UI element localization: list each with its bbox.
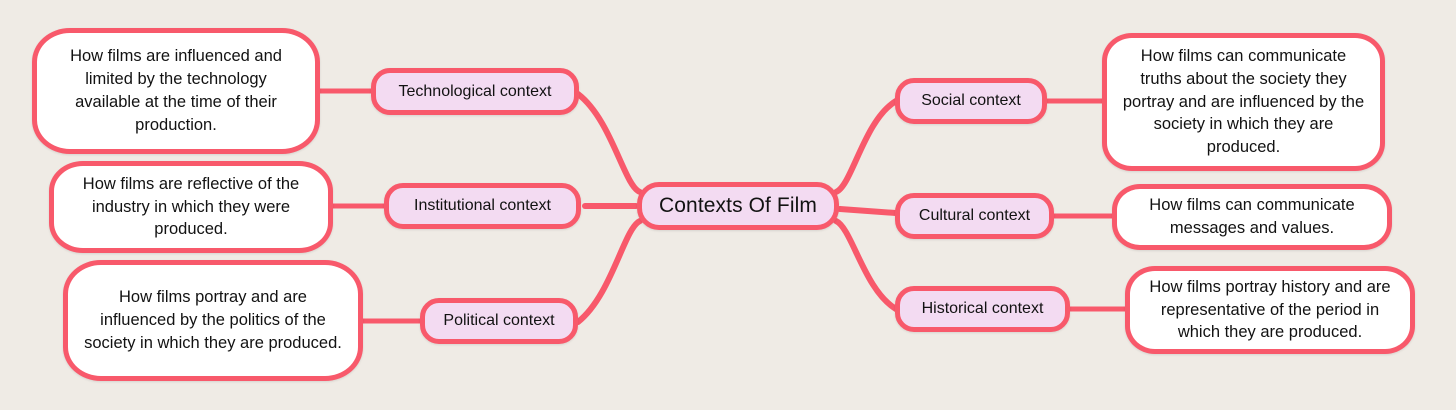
description-text-institutional: How films are reflective of the industry… xyxy=(82,174,300,239)
description-node-institutional[interactable]: How films are reflective of the industry… xyxy=(49,161,333,253)
branch-label-institutional: Institutional context xyxy=(414,197,551,214)
description-text-technological: How films are influenced and limited by … xyxy=(70,47,282,134)
edge-root-technological xyxy=(575,91,643,195)
edge-root-historical xyxy=(833,218,899,312)
description-text-cultural: How films can communicate messages and v… xyxy=(1149,196,1355,237)
branch-node-technological[interactable]: Technological context xyxy=(371,68,579,115)
edge-root-political xyxy=(575,218,643,325)
description-node-cultural[interactable]: How films can communicate messages and v… xyxy=(1112,184,1392,250)
branch-node-cultural[interactable]: Cultural context xyxy=(895,193,1054,239)
branch-label-cultural: Cultural context xyxy=(918,207,1031,224)
root-node-label: Contexts Of Film xyxy=(659,194,817,217)
branch-node-political[interactable]: Political context xyxy=(420,298,578,344)
description-node-historical[interactable]: How films portray history and are repres… xyxy=(1125,266,1415,354)
branch-label-historical: Historical context xyxy=(921,300,1044,317)
branch-node-institutional[interactable]: Institutional context xyxy=(384,183,581,229)
edge-root-cultural xyxy=(837,206,899,216)
description-text-political: How films portray and are influenced by … xyxy=(84,288,342,352)
description-text-historical: How films portray history and are repres… xyxy=(1149,277,1391,342)
description-text-social: How films can communicate truths about t… xyxy=(1122,47,1365,157)
branch-node-social[interactable]: Social context xyxy=(895,78,1047,124)
edge-root-social xyxy=(833,98,899,195)
description-node-political[interactable]: How films portray and are influenced by … xyxy=(63,260,363,381)
root-node-contexts-of-film[interactable]: Contexts Of Film xyxy=(637,182,839,230)
branch-label-political: Political context xyxy=(443,312,555,329)
description-node-technological[interactable]: How films are influenced and limited by … xyxy=(32,28,320,154)
branch-node-historical[interactable]: Historical context xyxy=(895,286,1070,332)
branch-label-technological: Technological context xyxy=(398,82,552,100)
branch-label-social: Social context xyxy=(921,92,1021,109)
description-node-social[interactable]: How films can communicate truths about t… xyxy=(1102,33,1385,171)
